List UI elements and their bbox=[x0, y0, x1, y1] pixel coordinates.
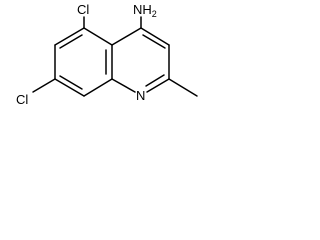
bond-c4a-c4 bbox=[111, 27, 142, 46]
chlorine-left-label: Cl bbox=[16, 92, 28, 107]
substituent-bonds bbox=[32, 16, 198, 97]
amine-label: NH2 bbox=[133, 2, 157, 19]
bond-c6-c5-inner bbox=[59, 34, 83, 49]
bond-n1-c8a bbox=[111, 78, 136, 93]
chemical-structure: NH2 Cl Cl N bbox=[16, 2, 198, 107]
bond-c4-c3-inner bbox=[142, 34, 166, 49]
amine-label-subscript: 2 bbox=[152, 9, 157, 19]
bond-c5-c4a bbox=[83, 27, 113, 46]
chlorine-top-label: Cl bbox=[77, 2, 89, 17]
bond-c8-c7-inner bbox=[59, 75, 83, 90]
bond-c7-chlorine bbox=[32, 78, 56, 93]
bond-c2-methyl bbox=[168, 78, 198, 97]
amine-label-main: NH bbox=[133, 2, 152, 17]
bond-c8a-c8 bbox=[83, 78, 113, 97]
benzo-ring-bonds bbox=[54, 27, 113, 97]
bond-c6-c5 bbox=[54, 27, 85, 46]
bond-c4-c3 bbox=[140, 27, 170, 46]
bond-c2-n1-inner bbox=[145, 74, 165, 87]
bond-c2-n1 bbox=[146, 78, 170, 93]
pyridine-ring-bonds bbox=[111, 27, 170, 93]
ring-nitrogen-label: N bbox=[136, 88, 145, 103]
bond-c8-c7 bbox=[54, 78, 85, 97]
